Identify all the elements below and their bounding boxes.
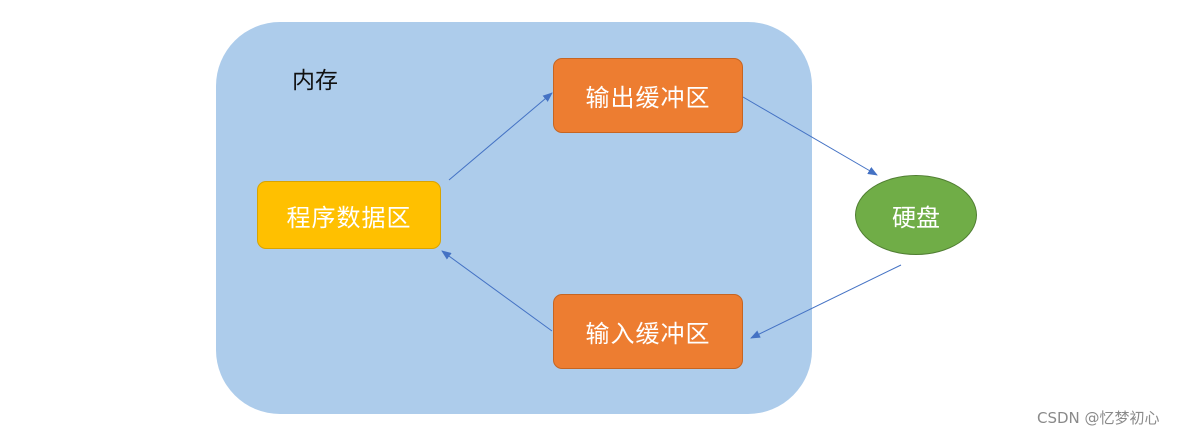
memory-label: 内存 <box>292 68 338 94</box>
arrow-input-to-program <box>441 250 553 332</box>
input-buffer-node: 输入缓冲区 <box>553 294 743 369</box>
arrow-output-to-disk <box>742 96 878 176</box>
arrow-disk-to-input <box>750 264 902 339</box>
output-buffer-node: 输出缓冲区 <box>553 58 743 133</box>
input-buffer-label: 输入缓冲区 <box>585 320 711 348</box>
output-buffer-label: 输出缓冲区 <box>585 84 711 112</box>
disk-label: 硬盘 <box>892 203 940 232</box>
disk-node: 硬盘 <box>855 175 977 255</box>
watermark: CSDN @忆梦初心 <box>1037 409 1160 427</box>
arrow-program-to-output <box>448 92 553 181</box>
program-data-label: 程序数据区 <box>286 203 412 232</box>
program-data-node: 程序数据区 <box>257 181 441 249</box>
